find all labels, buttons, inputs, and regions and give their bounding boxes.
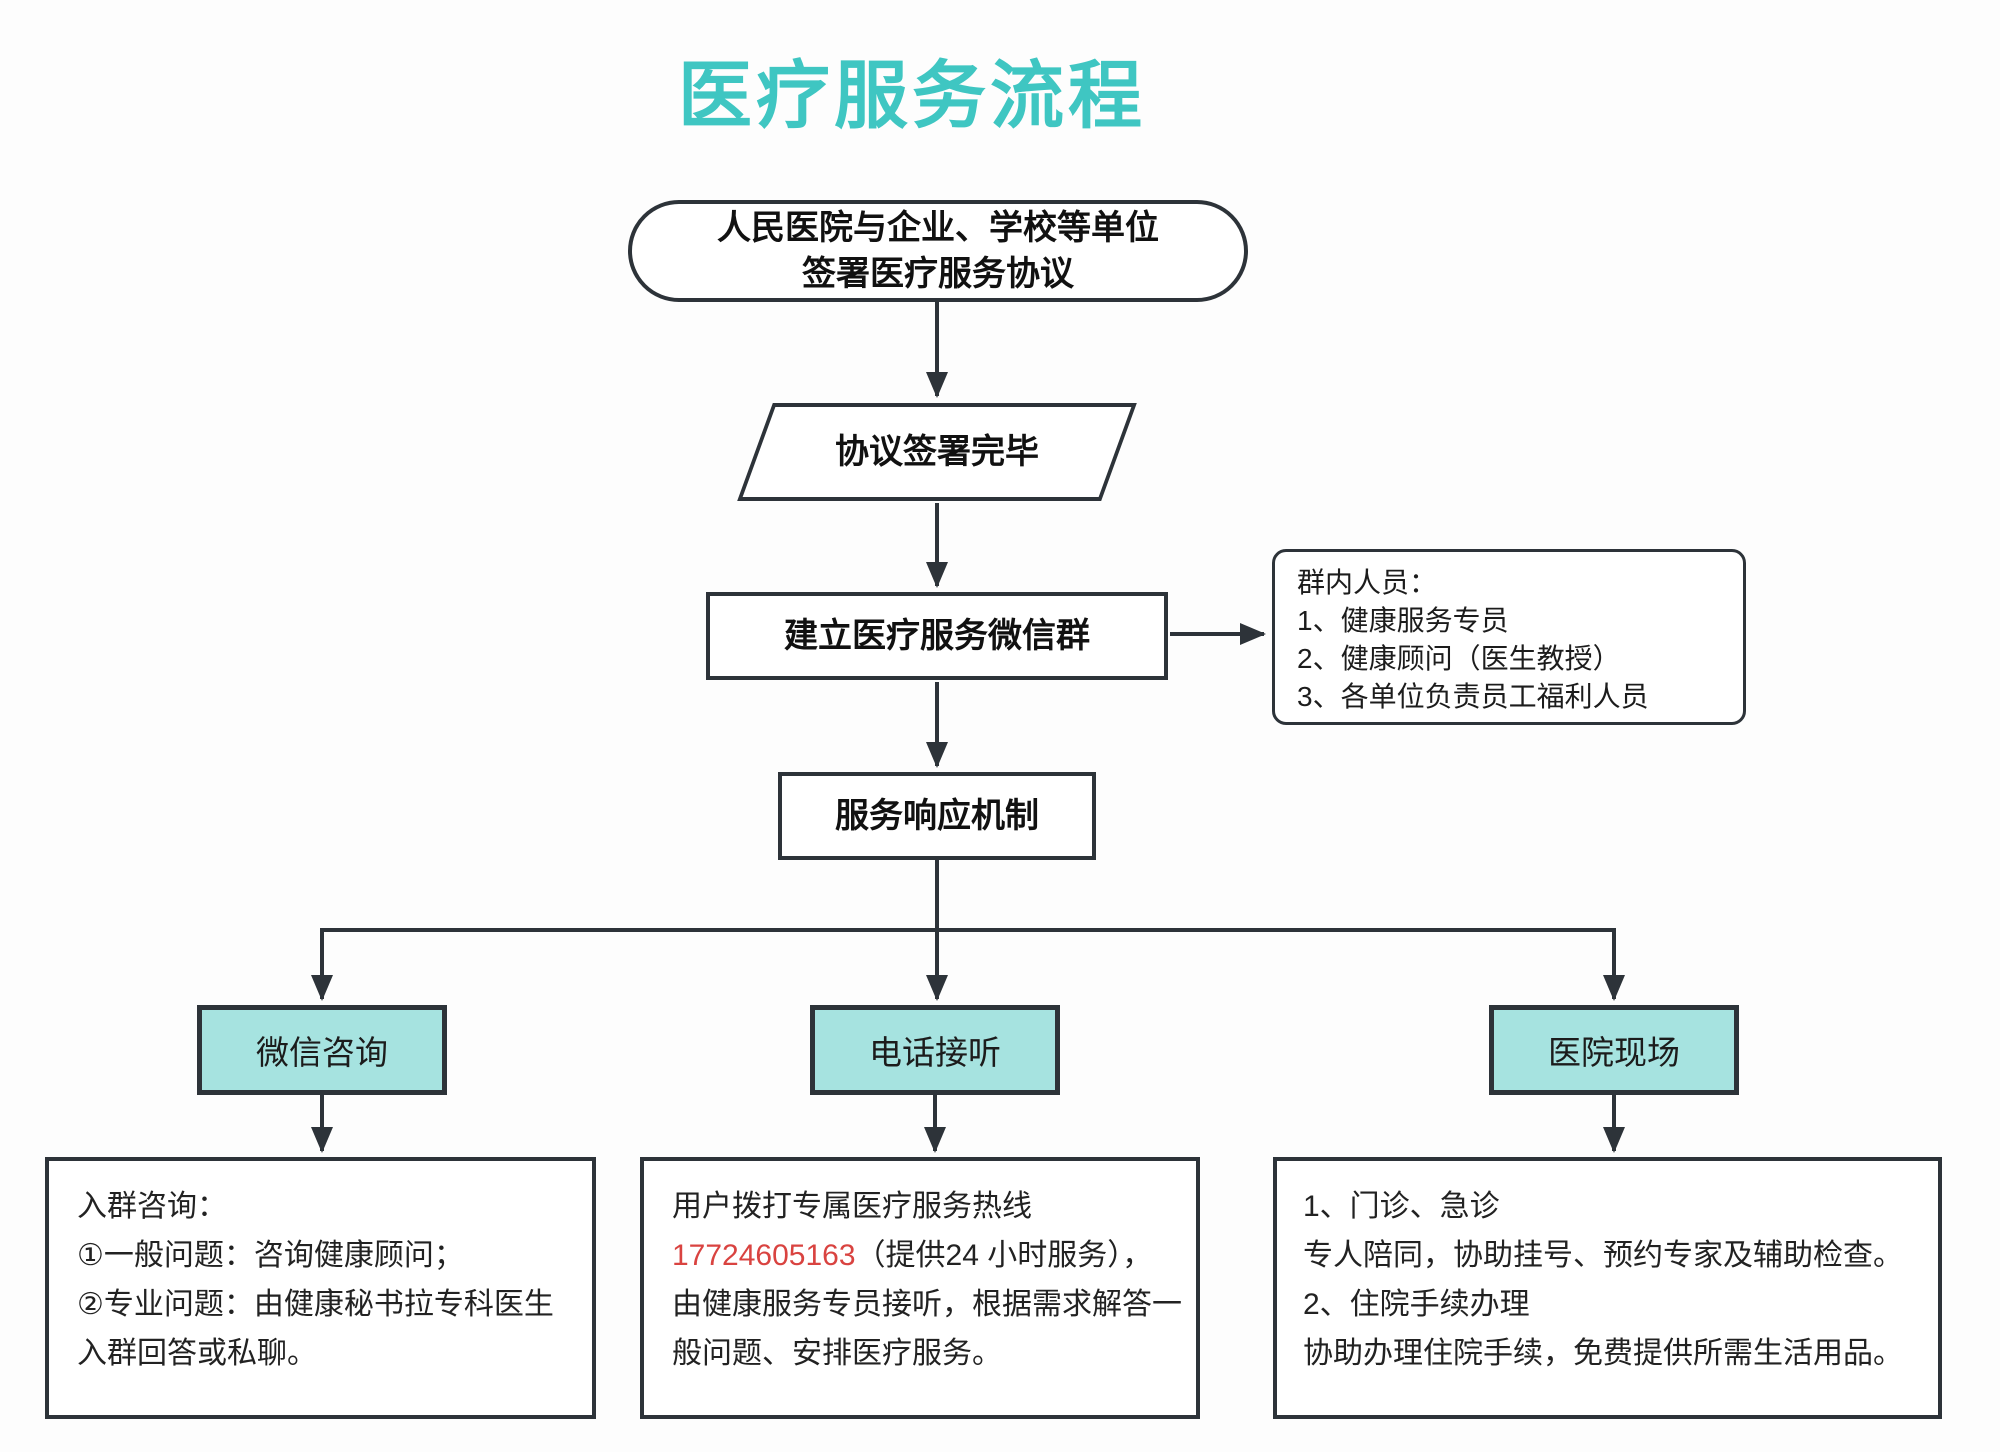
list-item: 1、健康服务专员 [1297,605,1509,636]
detail-line: 入群回答或私聊。 [77,1337,317,1370]
node-agreement-signed: 协议签署完毕 [737,403,1137,501]
detail-line: 由健康服务专员接听，根据需求解答一 [672,1288,1182,1321]
channel-wechat-consult-label: 微信咨询 [256,1034,388,1071]
group-members-note: 群内人员： 1、健康服务专员 2、健康顾问（医生教授） 3、各单位负责员工福利人员 [1272,549,1746,725]
list-item: 2、健康顾问（医生教授） [1297,643,1621,674]
detail-line: 1、门诊、急诊 [1303,1190,1500,1223]
node-service-response: 服务响应机制 [778,772,1096,860]
detail-line: ②专业问题：由健康秘书拉专科医生 [77,1288,554,1321]
detail-line: ①一般问题：咨询健康顾问； [77,1239,464,1272]
node-service-response-label: 服务响应机制 [835,797,1039,835]
node-agreement-signed-label: 协议签署完毕 [835,433,1039,471]
detail-line: 用户拨打专属医疗服务热线 [672,1190,1032,1223]
detail-line: 2、住院手续办理 [1303,1288,1530,1321]
channel-phone-answer-label: 电话接听 [869,1034,1001,1071]
node-agreement-line2: 签署医疗服务协议 [802,255,1074,293]
group-members-title: 群内人员： [1297,567,1438,598]
channel-hospital-onsite-label: 医院现场 [1548,1034,1680,1071]
detail-phone-answer: 用户拨打专属医疗服务热线 17724605163（提供24 小时服务）， 由健康服务… [640,1157,1200,1419]
page-title: 医疗服务流程 [678,54,1146,137]
detail-line: 17724605163（提供24 小时服务）， [672,1239,1153,1272]
detail-line: 般问题、安排医疗服务。 [672,1337,1002,1370]
node-create-wechat-group-label: 建立医疗服务微信群 [784,617,1090,655]
node-agreement: 人民医院与企业、学校等单位 签署医疗服务协议 [628,200,1248,302]
detail-hospital-onsite: 1、门诊、急诊专人陪同，协助挂号、预约专家及辅助检查。 2、住院手续办理协助办理住… [1273,1157,1942,1419]
channel-phone-answer: 电话接听 [810,1005,1060,1095]
group-members-list: 1、健康服务专员 2、健康顾问（医生教授） 3、各单位负责员工福利人员 [1297,602,1721,716]
node-create-wechat-group: 建立医疗服务微信群 [706,592,1168,680]
node-agreement-line1: 人民医院与企业、学校等单位 [717,209,1159,247]
phone-number: 17724605163 [672,1239,856,1272]
channel-wechat-consult: 微信咨询 [197,1005,447,1095]
detail-line: 协助办理住院手续，免费提供所需生活用品。 [1303,1337,1903,1370]
channel-hospital-onsite: 医院现场 [1489,1005,1739,1095]
detail-wechat-consult: 入群咨询： ①一般问题：咨询健康顾问； ②专业问题：由健康秘书拉专科医生入群回答或私… [45,1157,596,1419]
list-item: 3、各单位负责员工福利人员 [1297,681,1649,712]
detail-line: 入群咨询： [77,1190,227,1223]
detail-line: 专人陪同，协助挂号、预约专家及辅助检查。 [1303,1239,1903,1272]
